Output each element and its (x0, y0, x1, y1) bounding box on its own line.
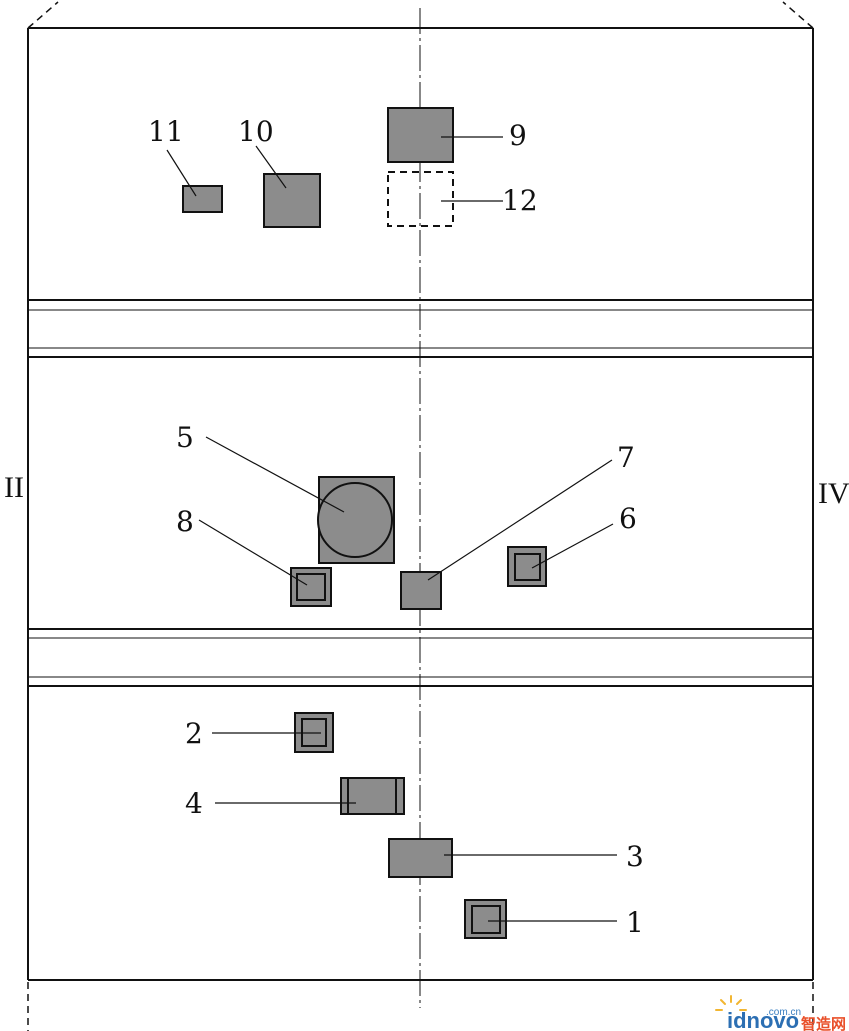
callout-3: 3 (626, 840, 644, 873)
component-7 (400, 571, 442, 610)
watermark-domain: .com.cn (766, 1007, 801, 1018)
side-label-left: II (4, 471, 24, 504)
component-9 (387, 107, 454, 163)
leader-lines (166, 136, 617, 922)
component-1 (464, 899, 507, 939)
callout-9: 9 (509, 119, 527, 152)
callout-10: 10 (238, 115, 274, 148)
watermark: .com.cn idnovo 智造网 (715, 995, 846, 1031)
callout-12: 12 (502, 184, 538, 217)
component-6 (507, 546, 547, 587)
callout-8: 8 (176, 505, 194, 538)
callout-2: 2 (185, 717, 203, 750)
component-10 (263, 173, 321, 228)
side-label-right: IV (818, 477, 849, 510)
sun-icon (715, 995, 747, 1011)
watermark-chinese: 智造网 (801, 1015, 846, 1031)
callout-5: 5 (176, 421, 194, 454)
callout-7: 7 (617, 441, 635, 474)
callout-1: 1 (626, 906, 644, 939)
component-8 (290, 567, 332, 607)
component-5 (317, 476, 395, 564)
component-12-outline (387, 171, 454, 227)
watermark-brand: idnovo (727, 1008, 799, 1031)
callout-4: 4 (185, 787, 203, 820)
component-4 (340, 777, 405, 815)
component-11 (182, 185, 223, 213)
callout-11: 11 (148, 115, 184, 148)
component-3 (388, 838, 453, 878)
callout-6: 6 (619, 502, 637, 535)
continuation-dashes (27, 1, 814, 1031)
